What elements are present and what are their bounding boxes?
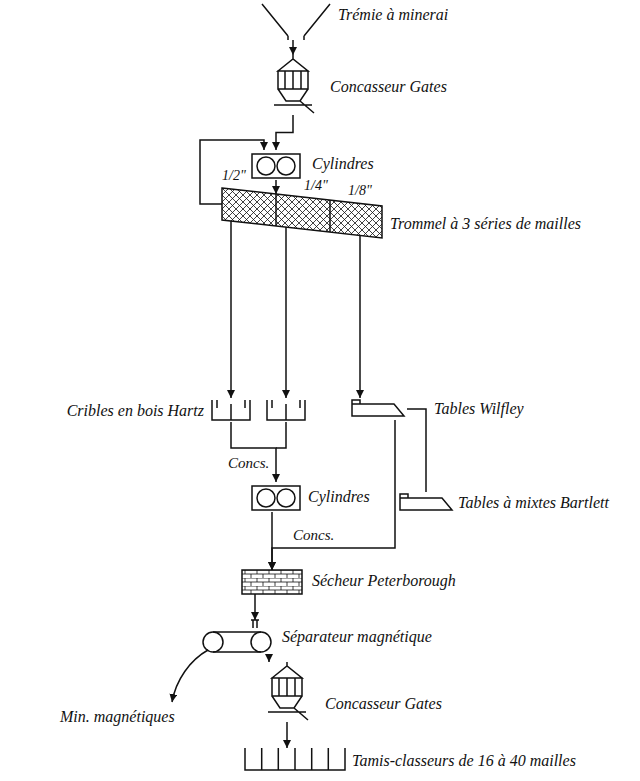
symbol-stroke <box>352 400 404 416</box>
screens-symbol <box>245 748 345 770</box>
symbol-stroke <box>400 494 452 510</box>
crusher-symbol <box>268 55 318 115</box>
equipment-label: Trommel à 3 séries de mailles <box>390 215 581 233</box>
flow-connector <box>286 722 288 748</box>
equipment-node: Trémie à minerai <box>262 2 330 40</box>
dryer-symbol <box>242 570 302 594</box>
equipment-node: Cribles en bois Hartz <box>212 398 307 422</box>
crusher-symbol <box>262 662 312 722</box>
merge-line <box>276 422 286 448</box>
brick-dryer <box>242 570 302 594</box>
mesh-size: 1/2" <box>222 167 246 185</box>
equipment-label: Concasseur Gates <box>330 78 447 96</box>
rolls-symbol <box>252 482 300 512</box>
edge-label: Concs. <box>292 527 335 544</box>
equipment-label: Trémie à minerai <box>338 6 448 24</box>
symbol-stroke <box>212 400 250 420</box>
flow-connector <box>407 409 426 492</box>
edge-label: Concs. <box>227 455 270 472</box>
leader-line <box>172 650 208 702</box>
equipment-label: Tamis-classeurs de 16 à 40 mailles <box>352 752 576 770</box>
symbol-stroke <box>276 194 330 232</box>
equipment-node: Concasseur Gates <box>262 662 312 722</box>
jigs-symbol <box>212 398 307 422</box>
symbol-stroke <box>262 4 330 40</box>
equipment-node: Concasseur Gates <box>268 55 318 115</box>
equipment-label: Sécheur Peterborough <box>312 572 456 590</box>
mesh-size: 1/4" <box>304 177 328 195</box>
flow-connector <box>292 40 294 55</box>
symbol-stroke <box>268 662 308 720</box>
roll <box>257 489 275 507</box>
flow-connector <box>254 594 256 620</box>
equipment-node: Cylindres <box>252 150 300 180</box>
equipment-node: Séparateur magnétique <box>205 620 273 654</box>
separator-symbol <box>205 620 273 654</box>
equipment-node: Sécheur Peterborough <box>242 570 302 594</box>
symbol-stroke <box>245 748 345 770</box>
flow-connector <box>275 180 277 194</box>
equipment-label: Tables Wilfley <box>434 400 524 418</box>
roll <box>277 489 295 507</box>
roll <box>257 157 275 175</box>
flow-connector <box>285 227 287 398</box>
symbol-stroke <box>274 55 314 113</box>
flow-connector <box>230 221 232 398</box>
roll-housing <box>252 154 300 178</box>
rolls-symbol <box>252 150 300 180</box>
flow-connector <box>359 235 361 398</box>
mesh-size: 1/8" <box>348 182 372 200</box>
output-label: Min. magnétiques <box>60 708 175 726</box>
equipment-label: Cribles en bois Hartz <box>67 402 204 420</box>
roll <box>277 157 295 175</box>
flow-connector <box>276 115 293 150</box>
table-symbol <box>400 492 452 514</box>
flow-connector <box>268 654 270 662</box>
equipment-node: Tables à mixtes Bartlett <box>400 492 452 514</box>
equipment-label: Séparateur magnétique <box>282 628 432 646</box>
equipment-node: Tables Wilfley <box>352 398 407 420</box>
equipment-node: Tamis-classeurs de 16 à 40 mailles <box>245 748 345 770</box>
hopper-symbol <box>262 2 330 40</box>
roll-housing <box>252 486 300 510</box>
table-symbol <box>352 398 407 420</box>
equipment-label: Cylindres <box>308 488 370 506</box>
equipment-label: Concasseur Gates <box>325 695 442 713</box>
pulley <box>251 632 271 652</box>
equipment-label: Tables à mixtes Bartlett <box>458 494 609 512</box>
flow-connector <box>231 422 276 482</box>
flow-connector <box>272 420 395 570</box>
pulley <box>203 632 223 652</box>
flow-lines <box>172 422 286 702</box>
equipment-label: Cylindres <box>312 155 374 173</box>
equipment-node: Cylindres <box>252 482 300 512</box>
symbol-stroke <box>267 400 305 420</box>
